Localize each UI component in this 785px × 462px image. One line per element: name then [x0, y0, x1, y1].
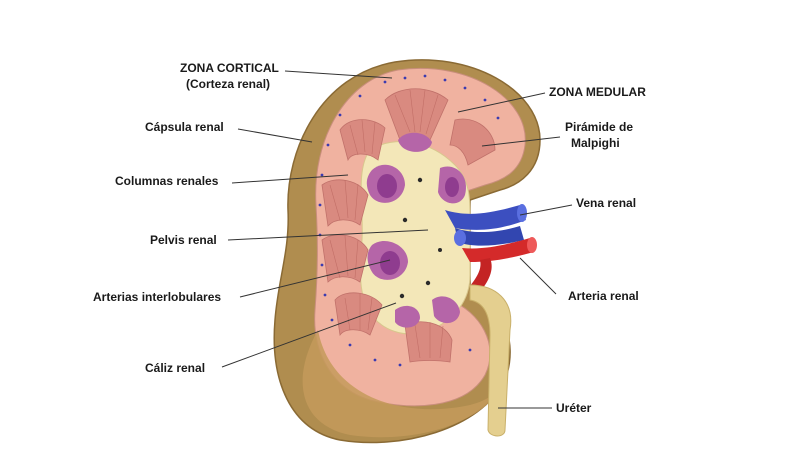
leader-arteria-renal [519, 257, 557, 295]
medullary-pyramids [321, 88, 496, 363]
leader-vena-renal [519, 204, 573, 216]
label-piramide-1: Pirámide de [565, 120, 633, 134]
ureter-tube [469, 284, 512, 437]
leader-lines [221, 70, 573, 409]
label-corteza-renal: (Corteza renal) [186, 77, 270, 91]
vessel-dots [399, 177, 442, 299]
renal-calyces [366, 132, 466, 328]
leader-capsula-renal [237, 128, 313, 143]
renal-artery [462, 237, 537, 292]
leader-zona-medular [457, 92, 546, 113]
pyramid-striations [329, 89, 444, 359]
label-arteria-renal: Arteria renal [568, 289, 639, 303]
label-vena-renal: Vena renal [576, 196, 636, 210]
label-zona-cortical: ZONA CORTICAL [180, 61, 279, 75]
leader-arterias-interlobulares [239, 259, 391, 298]
leader-pelvis-renal [227, 229, 429, 241]
renal-vein [445, 204, 527, 246]
label-arterias-interlobulares: Arterias interlobulares [93, 290, 221, 304]
label-caliz-renal: Cáliz renal [145, 361, 205, 375]
leader-zona-cortical [284, 70, 393, 79]
kidney-lower-rim [302, 330, 505, 438]
label-piramide-2: Malpighi [571, 136, 620, 150]
leader-columnas-renales [231, 174, 349, 184]
label-capsula-renal: Cápsula renal [145, 120, 224, 134]
label-columnas-renales: Columnas renales [115, 174, 219, 188]
leader-piramide [481, 136, 561, 147]
label-ureter: Uréter [556, 401, 592, 415]
label-zona-medular: ZONA MEDULAR [549, 85, 646, 99]
diagram-labels: ZONA CORTICAL (Corteza renal) ZONA MEDUL… [93, 61, 646, 415]
leader-caliz-renal [221, 302, 397, 368]
label-pelvis-renal: Pelvis renal [150, 233, 217, 247]
cortical-vessel-dots [318, 74, 500, 367]
